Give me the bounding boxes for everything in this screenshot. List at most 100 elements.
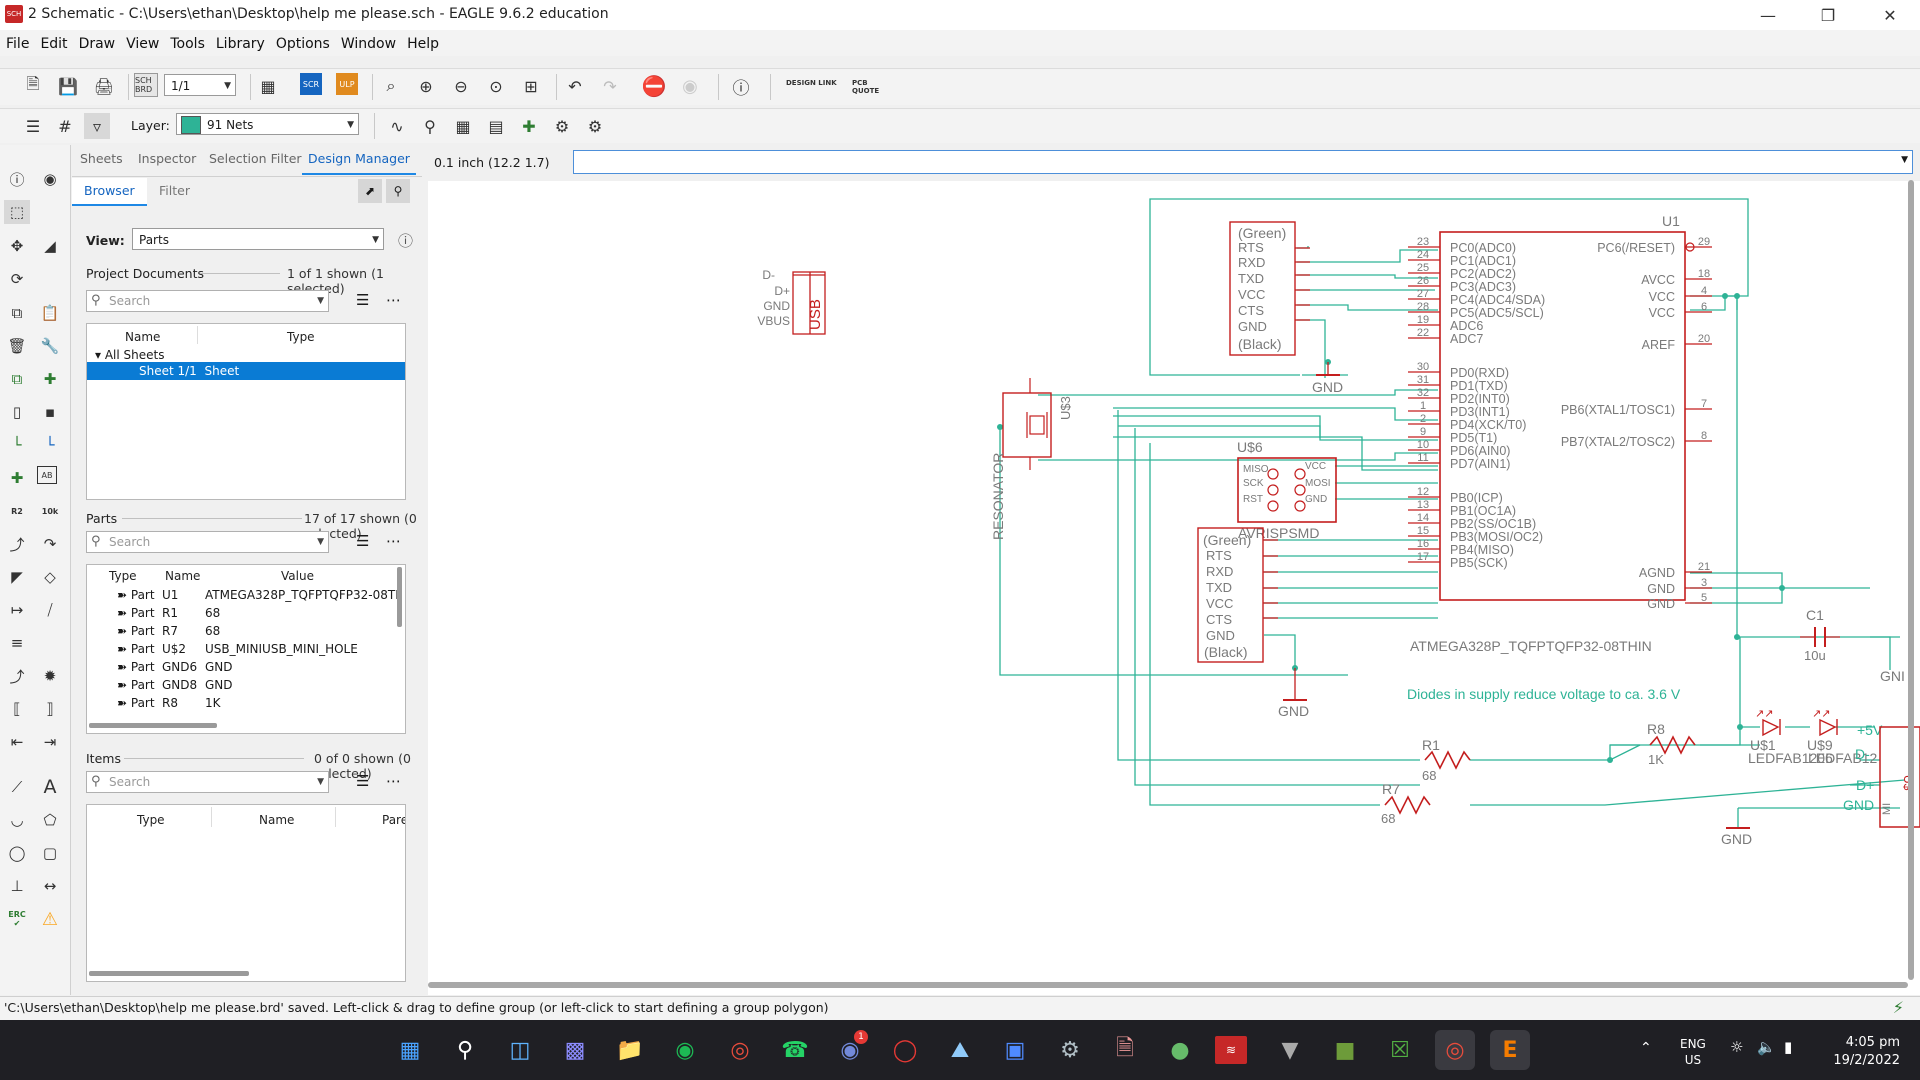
notepad-icon[interactable]: 🗎 — [1116, 1036, 1134, 1061]
redo-icon[interactable]: ↷ — [603, 76, 617, 96]
connect-icon[interactable]: ⇥ — [43, 733, 57, 751]
sheet-select[interactable]: 1/1▼ — [164, 74, 236, 96]
minimize-button[interactable]: — — [1760, 5, 1776, 25]
canvas-hscrollbar[interactable] — [428, 982, 1908, 988]
teams-chat-icon[interactable]: ▩ — [564, 1037, 586, 1063]
resistor-r1-symbol[interactable]: R1 68 — [1422, 737, 1471, 783]
menu-view[interactable]: View — [126, 36, 160, 52]
rotate-icon[interactable]: ⟳ — [10, 270, 24, 288]
battery-icon[interactable]: ▮ — [1784, 1038, 1793, 1056]
menu-file[interactable]: File — [6, 36, 30, 52]
menu-window[interactable]: Window — [340, 36, 397, 52]
hole-icon[interactable]: ⊥ — [10, 877, 24, 895]
subtab-browser[interactable]: Browser — [72, 178, 147, 206]
polygon-icon[interactable]: ⬠ — [43, 811, 57, 829]
subtab-filter[interactable]: Filter — [159, 183, 190, 198]
menu-options[interactable]: Options — [275, 36, 330, 52]
view-help-icon[interactable]: ⓘ — [398, 232, 414, 250]
restore-button[interactable]: ❐ — [1820, 5, 1836, 25]
route-icon[interactable]: ⤴ — [9, 667, 25, 686]
split-icon[interactable]: ⤴ — [9, 535, 25, 554]
col-type[interactable]: Type — [287, 330, 315, 344]
cam-processor-icon[interactable]: ▦ — [260, 76, 276, 96]
tab-design-manager[interactable]: Design Manager — [302, 145, 416, 175]
items-col-name[interactable]: Name — [259, 813, 295, 827]
tree-sheet-1[interactable]: Sheet 1/1 Sheet — [87, 362, 405, 380]
circle-icon[interactable]: ◯ — [8, 844, 26, 862]
attribute-icon[interactable]: ◇ — [44, 568, 56, 586]
warning-icon[interactable]: ⚠ — [41, 908, 59, 930]
menu-tools[interactable]: Tools — [170, 36, 205, 52]
wire-style-icon[interactable]: ∿ — [390, 116, 404, 136]
zoom-area-icon[interactable]: ⊞ — [524, 76, 538, 96]
parts-hscrollbar[interactable] — [89, 723, 217, 728]
parts-list-options-icon[interactable]: ☰ — [356, 532, 370, 550]
menu-library[interactable]: Library — [215, 36, 265, 52]
parts-col-value[interactable]: Value — [281, 569, 314, 583]
zoom-fit-icon[interactable]: ⌕ — [386, 76, 396, 95]
capacitor-c1-symbol[interactable]: C1 10u — [1800, 607, 1840, 663]
dimension-icon[interactable]: ⇤ — [10, 733, 24, 751]
tab-sheets[interactable]: Sheets — [80, 151, 123, 166]
widgets-icon[interactable]: ◫ — [509, 1037, 531, 1063]
ftdi-header-lower[interactable]: (Green) RTS RXD TXD VCC CTS GND (Black) — [1197, 527, 1278, 663]
chevron-up-icon[interactable]: ⌃ — [1640, 1040, 1652, 1056]
layer-settings-icon[interactable]: ☰ — [25, 116, 41, 136]
items-col-type[interactable]: Type — [137, 813, 165, 827]
zoom-out-icon[interactable]: ⊖ — [454, 76, 468, 96]
select-in-canvas-icon[interactable]: ⬈ — [358, 179, 382, 203]
add-part-icon[interactable]: ✚ — [522, 116, 536, 136]
chrome-profile-icon[interactable]: ◎ — [1435, 1030, 1475, 1070]
replace-icon[interactable]: ⧉ — [11, 370, 23, 388]
info-icon[interactable]: ⓘ — [9, 170, 25, 189]
tab-selection-filter[interactable]: Selection Filter — [209, 151, 302, 166]
file-explorer-icon[interactable]: 📁 — [616, 1037, 644, 1063]
wifi-icon[interactable]: ☼ — [1730, 1038, 1744, 1056]
grid-icon[interactable]: # — [58, 116, 72, 136]
sch-brd-switch-icon[interactable]: SCH BRD — [134, 73, 158, 97]
delete-icon[interactable]: 🗑 — [7, 337, 27, 355]
xbox-app-icon[interactable]: ● — [1170, 1037, 1190, 1063]
pinswap-icon[interactable]: ▪ — [44, 403, 56, 421]
bus-draw-icon[interactable]: └ — [45, 436, 55, 454]
net-icon[interactable]: └ — [12, 436, 22, 454]
chrome-icon[interactable]: ◎ — [730, 1037, 750, 1063]
name-tool-icon[interactable]: R2 — [11, 506, 23, 516]
add-icon[interactable]: ✚ — [43, 370, 57, 388]
forza-icon[interactable]: ≋ — [1215, 1036, 1247, 1064]
close-button[interactable]: ✕ — [1883, 5, 1897, 25]
group-select-icon[interactable]: ⬚ — [4, 200, 30, 224]
items-hscrollbar[interactable] — [89, 971, 249, 976]
diode-u9-symbol[interactable]: ↗↗ U$9 LEDFAB12 — [1807, 708, 1877, 766]
gateswap-icon[interactable]: ▯ — [12, 403, 22, 421]
settings-icon[interactable]: ⚙ — [1060, 1037, 1080, 1063]
menu-draw[interactable]: Draw — [78, 36, 116, 52]
arc-icon[interactable]: ◡ — [10, 811, 24, 829]
list-options-icon[interactable]: ☰ — [356, 291, 370, 309]
optimize-icon[interactable]: ⧸ — [47, 601, 53, 619]
pcb-quote-button[interactable]: PCB QUOTE — [852, 79, 880, 95]
lightning-icon[interactable]: ⚡ — [1892, 998, 1904, 1017]
junction-icon[interactable]: ✚ — [10, 469, 24, 487]
mcu-u1-symbol[interactable]: U1 ATMEGA328P_TQFPTQFP32-08THIN PC0(ADC0… — [1408, 213, 1712, 654]
measure-icon[interactable]: ↔ — [43, 877, 57, 895]
align-icon[interactable]: ≡ — [10, 634, 24, 652]
canvas-vscrollbar[interactable] — [1908, 180, 1914, 980]
magnify-icon[interactable]: ⚲ — [424, 116, 436, 136]
print-icon[interactable]: 🖨 — [93, 76, 115, 96]
predator-icon[interactable]: ▼ — [1281, 1037, 1299, 1063]
gnd-symbol-upper[interactable]: GND — [1312, 362, 1343, 395]
remote-desktop-icon[interactable]: ▣ — [1004, 1037, 1026, 1063]
view-select[interactable]: Parts▼ — [132, 228, 384, 250]
items-search[interactable]: ⚲Search▼ — [86, 771, 329, 793]
more-options-icon[interactable]: ⋯ — [386, 291, 401, 309]
parts-col-type[interactable]: Type — [109, 569, 137, 583]
bracket-icon-2[interactable]: ⟧ — [46, 700, 54, 718]
resistor-r7-symbol[interactable]: R7 68 — [1381, 781, 1431, 826]
zoom-in-icon[interactable]: ⊕ — [419, 76, 433, 96]
move-icon[interactable]: ✥ — [10, 237, 24, 255]
gnd-symbol-right[interactable]: GND — [1721, 827, 1752, 847]
parts-vscrollbar[interactable] — [397, 567, 402, 627]
